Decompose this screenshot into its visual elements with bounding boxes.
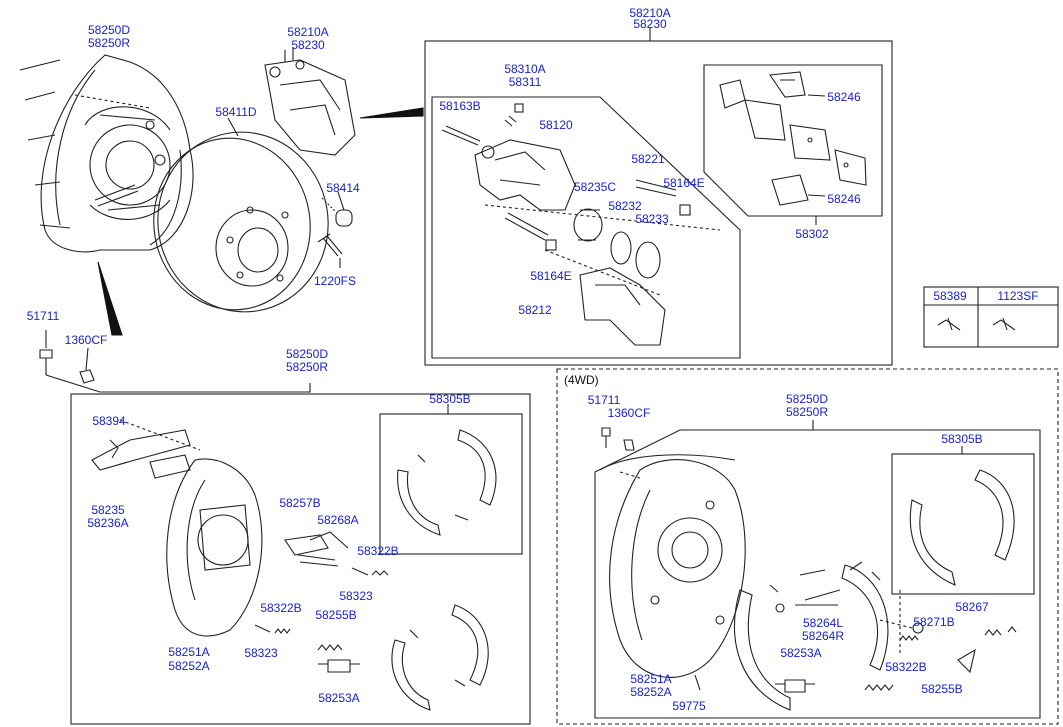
label-51711[interactable]: 51711 bbox=[26, 309, 60, 323]
label-58310a[interactable]: 58310A bbox=[504, 62, 546, 76]
label-58253a-4wd[interactable]: 58253A bbox=[780, 646, 822, 660]
label-58210a-box[interactable]: 58210A bbox=[629, 6, 671, 20]
label-58322b-4wd[interactable]: 58322B bbox=[885, 660, 927, 674]
label-58268a[interactable]: 58268A bbox=[317, 513, 359, 527]
nut-1360cf bbox=[79, 347, 95, 384]
label-58255b[interactable]: 58255B bbox=[315, 608, 357, 622]
backing-plate-top-left bbox=[19, 54, 194, 253]
plug-58414 bbox=[321, 191, 353, 227]
label-58250d-mid[interactable]: 58250D bbox=[285, 347, 329, 361]
label-4wd: (4WD) bbox=[564, 373, 599, 387]
label-58414[interactable]: 58414 bbox=[326, 181, 360, 195]
label-58264r[interactable]: 58264R bbox=[801, 629, 845, 643]
leader-left bbox=[45, 374, 311, 393]
label-58236a[interactable]: 58236A bbox=[87, 516, 129, 530]
label-1360cf-4wd[interactable]: 1360CF bbox=[607, 406, 651, 420]
label-58252a-4wd[interactable]: 58252A bbox=[630, 685, 672, 699]
label-58323-low[interactable]: 58323 bbox=[244, 646, 278, 660]
label-58394[interactable]: 58394 bbox=[92, 414, 126, 428]
label-58246-top[interactable]: 58246 bbox=[827, 90, 861, 104]
label-1220fs[interactable]: 1220FS bbox=[313, 274, 357, 288]
label-58389[interactable]: 58389 bbox=[933, 289, 967, 303]
label-58311[interactable]: 58311 bbox=[508, 75, 542, 89]
label-1123sf[interactable]: 1123SF bbox=[997, 289, 1039, 303]
pointer-wedge-left bbox=[97, 261, 123, 336]
label-58233[interactable]: 58233 bbox=[635, 212, 669, 226]
label-58255b-4wd[interactable]: 58255B bbox=[921, 682, 963, 696]
pointer-wedge-right bbox=[359, 107, 424, 119]
label-58221[interactable]: 58221 bbox=[631, 152, 665, 166]
label-58253a[interactable]: 58253A bbox=[318, 691, 360, 705]
label-58230-box[interactable]: 58230 bbox=[633, 17, 667, 31]
label-58250r-mid[interactable]: 58250R bbox=[285, 360, 329, 374]
label-58120[interactable]: 58120 bbox=[539, 118, 573, 132]
label-58246-bottom[interactable]: 58246 bbox=[827, 192, 861, 206]
bolt-1220fs bbox=[317, 233, 343, 268]
label-58212[interactable]: 58212 bbox=[518, 303, 552, 317]
label-58267[interactable]: 58267 bbox=[955, 600, 989, 614]
label-58164e-top[interactable]: 58164E bbox=[663, 176, 705, 190]
label-58305b[interactable]: 58305B bbox=[429, 392, 471, 406]
label-58230-small[interactable]: 58230 bbox=[291, 38, 325, 52]
label-58271b[interactable]: 58271B bbox=[913, 615, 955, 629]
bolts-box bbox=[923, 286, 1059, 348]
label-58250r-top[interactable]: 58250R bbox=[87, 36, 131, 50]
label-1360cf[interactable]: 1360CF bbox=[64, 333, 108, 347]
brake-disc bbox=[153, 117, 329, 313]
label-58302[interactable]: 58302 bbox=[795, 227, 829, 241]
label-51711-4wd[interactable]: 51711 bbox=[587, 393, 621, 407]
bolt-51711 bbox=[39, 330, 53, 375]
label-58251a-4wd[interactable]: 58251A bbox=[630, 672, 672, 686]
label-58164e-bottom[interactable]: 58164E bbox=[530, 269, 572, 283]
label-58322b-mid[interactable]: 58322B bbox=[357, 544, 399, 558]
mid-box bbox=[70, 393, 531, 725]
label-58235[interactable]: 58235 bbox=[91, 503, 125, 517]
label-58411d[interactable]: 58411D bbox=[215, 105, 257, 119]
label-58252a[interactable]: 58252A bbox=[168, 659, 210, 673]
label-58305b-4wd[interactable]: 58305B bbox=[941, 432, 983, 446]
label-58264l[interactable]: 58264L bbox=[802, 616, 844, 630]
label-58323-mid[interactable]: 58323 bbox=[339, 589, 373, 603]
label-58163b[interactable]: 58163B bbox=[439, 99, 481, 113]
caliper-box bbox=[424, 28, 893, 366]
caliper-small bbox=[264, 47, 356, 156]
label-58251a[interactable]: 58251A bbox=[168, 645, 210, 659]
label-58235c[interactable]: 58235C bbox=[573, 180, 617, 194]
label-58210a-small[interactable]: 58210A bbox=[287, 25, 329, 39]
fourwd-box bbox=[556, 368, 1059, 725]
label-58250d-4wd[interactable]: 58250D bbox=[785, 392, 829, 406]
label-59775[interactable]: 59775 bbox=[672, 699, 706, 713]
label-58250r-4wd[interactable]: 58250R bbox=[785, 405, 829, 419]
label-58232[interactable]: 58232 bbox=[608, 199, 642, 213]
label-58322b-low[interactable]: 58322B bbox=[260, 601, 302, 615]
label-58250d-top[interactable]: 58250D bbox=[87, 23, 131, 37]
label-58257b[interactable]: 58257B bbox=[279, 496, 321, 510]
